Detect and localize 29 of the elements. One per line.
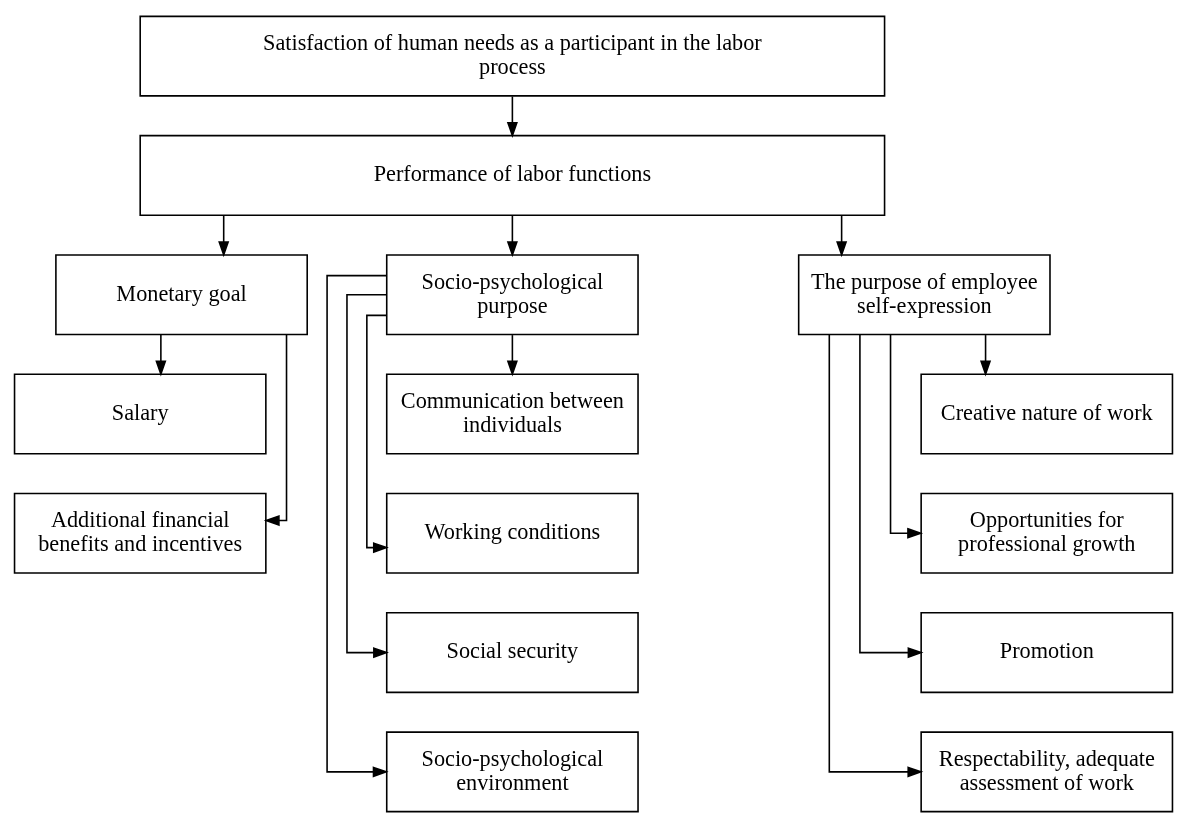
arrow	[506, 214, 518, 257]
node-box: Additional financial benefits and incentives	[13, 492, 267, 574]
arrow	[326, 274, 389, 777]
node-box: Communication between individuals	[385, 372, 639, 455]
arrow	[980, 333, 992, 376]
arrow	[836, 214, 848, 257]
arrow	[506, 333, 518, 376]
arrow	[346, 293, 389, 658]
node-box: Socio-psychological purpose	[385, 253, 639, 335]
node-box: Social security	[385, 611, 639, 693]
arrow	[155, 333, 167, 376]
node-box: Respectability, adequate assessment of work	[920, 730, 1174, 812]
node-box: Creative nature of work	[920, 372, 1174, 455]
node-box: Performance of labor functions	[139, 134, 886, 216]
arrow	[889, 333, 924, 539]
node-box: The purpose of employee self-expression	[797, 253, 1051, 335]
arrow	[859, 333, 924, 658]
node-box: Working conditions	[385, 492, 639, 574]
node-box: Satisfaction of human needs as a participant in the labor process	[139, 15, 886, 97]
arrow	[263, 333, 288, 526]
arrow	[828, 333, 924, 777]
node-box: Socio-psychological environment	[385, 730, 639, 812]
arrow	[506, 95, 518, 138]
node-box: Salary	[13, 372, 267, 455]
node-box: Opportunities for professional growth	[920, 492, 1174, 574]
arrow	[366, 314, 389, 553]
node-box: Monetary goal	[55, 253, 308, 335]
node-box: Promotion	[920, 611, 1174, 693]
arrow	[218, 214, 230, 257]
